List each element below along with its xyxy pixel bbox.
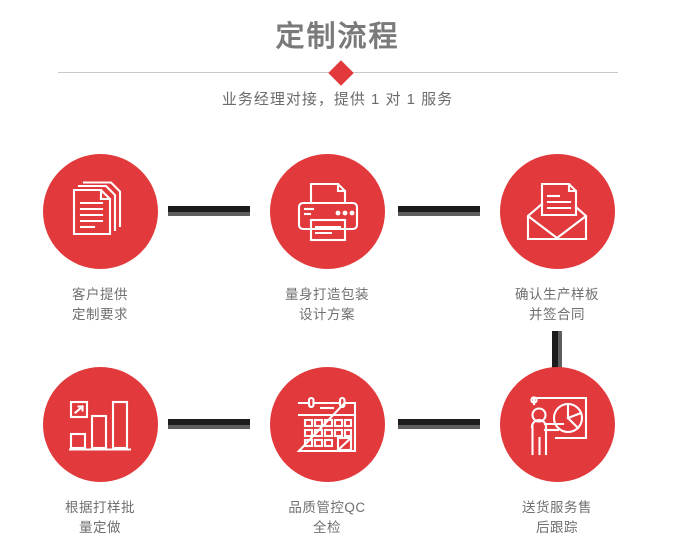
connector-bar-dark — [168, 419, 250, 425]
bar-chart-growth-icon — [69, 400, 131, 451]
process-step-3[interactable]: 确认生产样板 并签合同 — [477, 154, 637, 325]
connector-bar-dark — [398, 206, 480, 212]
process-step-5[interactable]: 品质管控QC 全检 — [247, 367, 407, 538]
step-4-icon-circle — [42, 367, 158, 482]
process-flow: 客户提供 定制要求 量身打造包装 设计方案 — [0, 130, 675, 550]
connector-bar-gray — [558, 331, 562, 373]
header: 定制流程 业务经理对接，提供 1 对 1 服务 — [0, 0, 675, 130]
step-6-caption: 送货服务售 后跟踪 — [522, 500, 592, 535]
connector-bar-gray — [168, 212, 250, 216]
step-1-caption: 客户提供 定制要求 — [72, 287, 128, 322]
step-4-caption: 根据打样批 量定做 — [65, 500, 135, 535]
step-5-caption: 品质管控QC 全检 — [288, 500, 366, 535]
connector-bar-gray — [398, 425, 480, 429]
page-title: 定制流程 — [275, 21, 400, 53]
connector-step4-step5 — [168, 419, 250, 429]
title-divider — [58, 60, 618, 86]
process-step-1[interactable]: 客户提供 定制要求 — [20, 154, 180, 325]
connector-bar-gray — [398, 212, 480, 216]
connector-bar-dark — [398, 419, 480, 425]
step-3-icon-circle — [499, 154, 615, 269]
step-6-icon-circle — [499, 367, 615, 482]
page-subtitle: 业务经理对接，提供 1 对 1 服务 — [221, 91, 454, 108]
process-step-6[interactable]: 送货服务售 后跟踪 — [477, 367, 637, 538]
connector-bar-dark — [552, 331, 558, 373]
connector-bar-dark — [168, 206, 250, 212]
printer-icon — [297, 182, 359, 241]
step-2-caption: 量身打造包装 设计方案 — [285, 287, 369, 322]
step-5-icon-circle — [269, 367, 385, 482]
envelope-document-icon — [526, 182, 588, 240]
connector-step1-step2 — [168, 206, 250, 216]
presentation-person-pie-chart-icon — [530, 395, 588, 455]
connector-step3-step6 — [552, 331, 562, 373]
connector-bar-gray — [168, 425, 250, 429]
calendar-icon — [296, 396, 357, 452]
process-step-4[interactable]: 根据打样批 量定做 — [20, 367, 180, 538]
documents-stack-icon — [72, 180, 122, 235]
step-3-caption: 确认生产样板 并签合同 — [515, 287, 599, 322]
connector-step2-step3 — [398, 206, 480, 216]
step-2-icon-circle — [269, 154, 385, 269]
step-1-icon-circle — [42, 154, 158, 269]
connector-step5-step6 — [398, 419, 480, 429]
process-step-2[interactable]: 量身打造包装 设计方案 — [247, 154, 407, 325]
diamond-marker-icon — [328, 60, 354, 86]
